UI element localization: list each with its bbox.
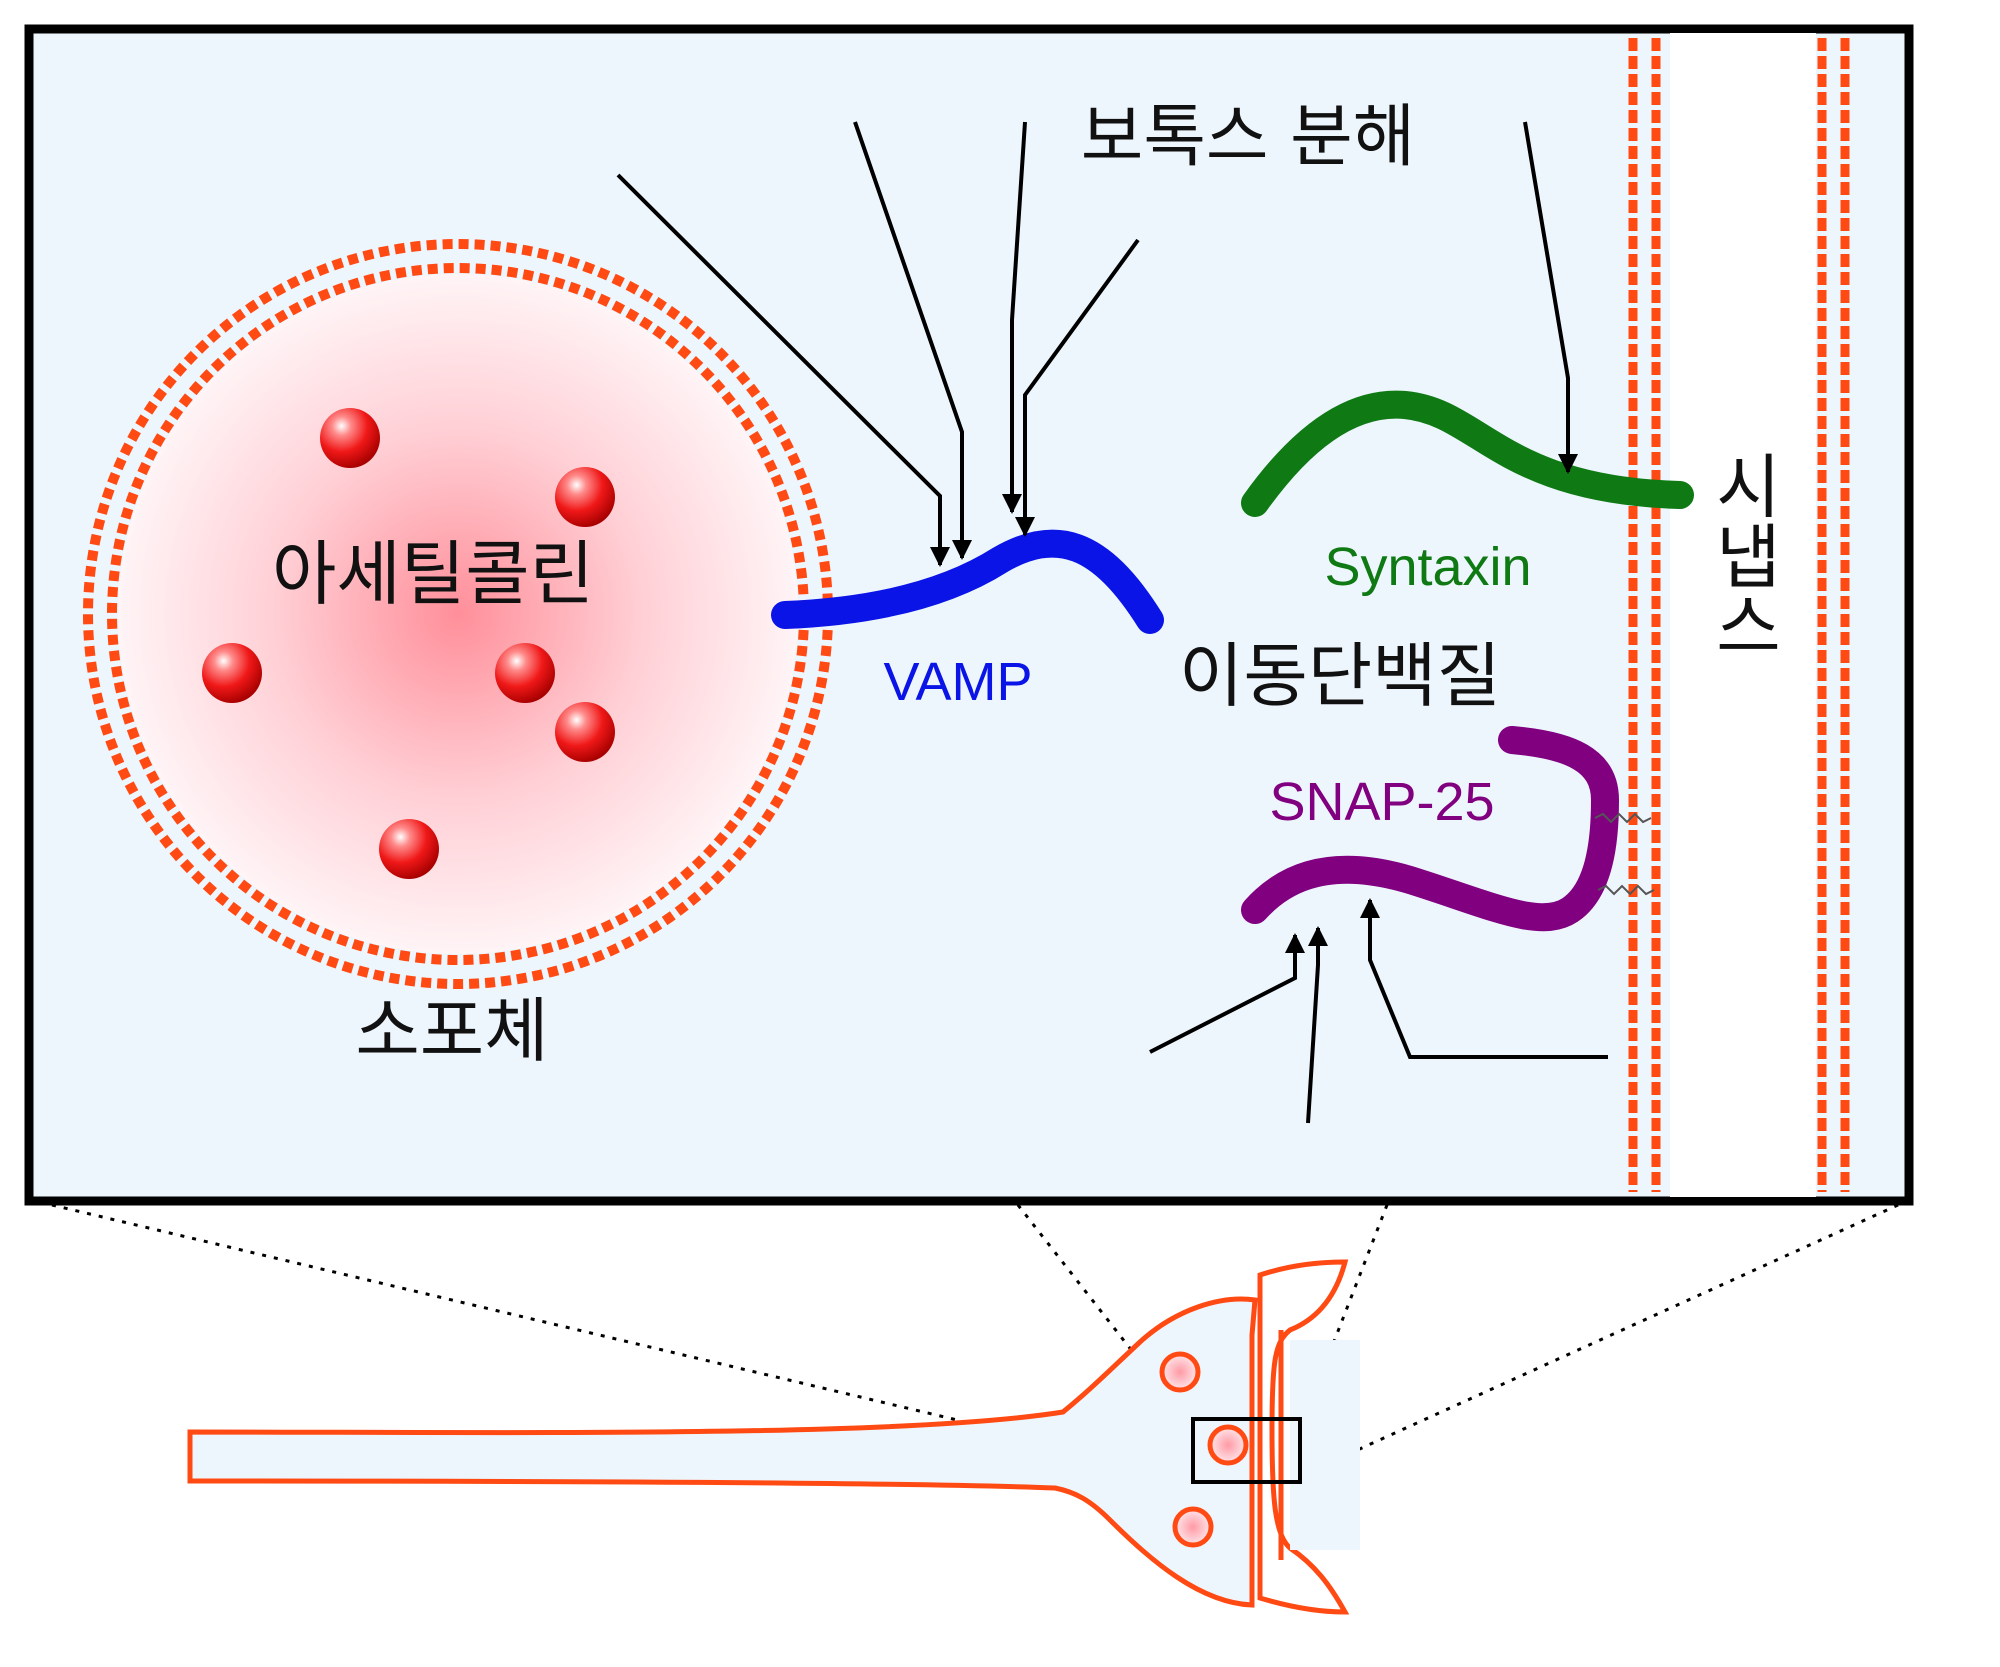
snap25-anchors (1594, 812, 1655, 896)
snap25-arrow-2 (1306, 926, 1328, 1124)
presynaptic-membrane (1628, 38, 1661, 1192)
botox-cleavage-label: 보톡스 분해 (1081, 98, 1415, 177)
neuron-terminal (187, 1259, 1360, 1615)
zoom-inset: 보톡스 분해 아세틸콜린 소포체 VAMP Syntaxin 이동단백질 SNA… (24, 24, 1914, 1206)
acetylcholine-molecules (202, 408, 615, 879)
syntaxin-arrow (1523, 121, 1578, 474)
acetylcholine-molecule (320, 408, 380, 468)
vamp-arrow-1 (616, 173, 950, 567)
snap25-label: SNAP-25 (1269, 772, 1494, 832)
acetylcholine-molecule (555, 467, 615, 527)
snap25-protein (1241, 726, 1620, 932)
vamp-arrow-3 (1002, 121, 1027, 514)
acetylcholine-molecule (379, 819, 439, 879)
syntaxin-protein (1241, 390, 1694, 517)
small-vesicle (1207, 1424, 1249, 1466)
vamp-protein (771, 529, 1164, 634)
acetylcholine-molecule (202, 643, 262, 703)
syntaxin-label: Syntaxin (1324, 537, 1531, 597)
snap25-arrow-3 (1360, 898, 1608, 1059)
axon-terminal-fill (187, 1296, 1258, 1608)
synapse-label: 시냅스 (1702, 450, 1784, 660)
acetylcholine-label: 아세틸콜린 (272, 533, 594, 615)
small-vesicle (1172, 1506, 1214, 1548)
postsynaptic-membrane (1817, 38, 1850, 1192)
zoom-region-box (1191, 1417, 1302, 1484)
acetylcholine-molecule (555, 702, 615, 762)
synaptic-cleft (1670, 33, 1816, 1197)
vamp-label: VAMP (883, 652, 1032, 712)
snap25-arrow-1 (1149, 933, 1305, 1054)
vesicle-label: 소포체 (355, 990, 548, 1072)
small-vesicle (1159, 1351, 1201, 1393)
acetylcholine-molecule (495, 643, 555, 703)
transport-protein-label: 이동단백질 (1179, 635, 1501, 717)
zoom-guides (51, 1203, 1899, 1478)
cleavage-arrows (616, 121, 1608, 1124)
vamp-arrow-2 (853, 121, 972, 560)
vamp-arrow-4 (1015, 238, 1140, 537)
postsynaptic-cell (1257, 1259, 1350, 1615)
